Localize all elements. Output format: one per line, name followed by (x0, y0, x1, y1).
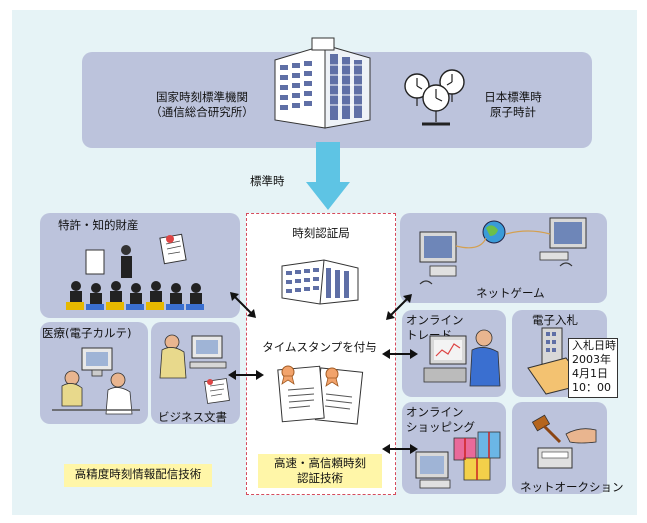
game-label: ネットゲーム (476, 286, 545, 300)
bid-label: 電子入札 (532, 313, 578, 327)
shopping-line-1: オンライン (406, 405, 464, 419)
atomic-clock-label: 日本標準時 原子時計 (468, 90, 558, 120)
building-icon (274, 37, 371, 129)
timestamp-label: タイムスタンプを付与 (262, 340, 377, 354)
bid-date-note: 入札日時 2003年 4月1日 10：00 (568, 338, 618, 398)
authority-building-icon (281, 259, 359, 305)
auth-tech-box: 高速・高信頼時刻 認証技術 (258, 454, 382, 488)
shopping-gifts-icon (415, 431, 501, 489)
double-arrow-shopping (382, 444, 418, 454)
medical-label: 医療(電子カルテ) (42, 326, 132, 340)
auth-tech-line-1: 高速・高信頼時刻 (274, 456, 366, 470)
clock-line-2: 原子時計 (490, 105, 536, 119)
agency-line-2: （通信総合研究所） (150, 105, 254, 119)
time-authority-title: 時刻認証局 (292, 226, 350, 240)
atomic-clock-icon (404, 69, 465, 126)
bid-note-line-2: 2003年 (572, 353, 611, 366)
shopping-line-2: ショッピング (406, 420, 475, 434)
certificate-icon (277, 365, 364, 425)
game-console-icon (419, 217, 587, 285)
clock-line-1: 日本標準時 (484, 90, 542, 104)
agency-line-1: 国家時刻標準機関 (156, 90, 248, 104)
shopping-label: オンライン ショッピング (406, 405, 475, 435)
trade-person-icon (423, 329, 501, 387)
auction-gavel-icon (531, 414, 597, 469)
standard-time-label: 標準時 (250, 174, 285, 188)
agency-label: 国家時刻標準機関 （通信総合研究所） (132, 90, 272, 120)
left-tech-box: 高精度時刻情報配信技術 (64, 464, 212, 487)
double-arrow-game (386, 294, 412, 320)
business-office-icon (159, 334, 230, 404)
business-label: ビジネス文書 (158, 410, 227, 424)
bid-note-line-3: 4月1日 (572, 367, 608, 380)
auction-label: ネットオークション (520, 480, 624, 494)
double-arrow-patent (230, 292, 256, 318)
double-arrow-medical (228, 370, 264, 380)
medical-doctor-icon (52, 347, 140, 415)
trade-line-1: オンライン (406, 313, 464, 327)
patent-label: 特許・知的財産 (58, 218, 139, 232)
bid-note-line-1: 入札日時 (572, 339, 616, 352)
patent-meeting-icon (66, 233, 204, 310)
standard-time-arrow (306, 142, 350, 210)
bid-note-line-4: 10：00 (572, 381, 611, 394)
double-arrow-trade (382, 349, 418, 359)
auth-tech-line-2: 認証技術 (297, 471, 343, 485)
